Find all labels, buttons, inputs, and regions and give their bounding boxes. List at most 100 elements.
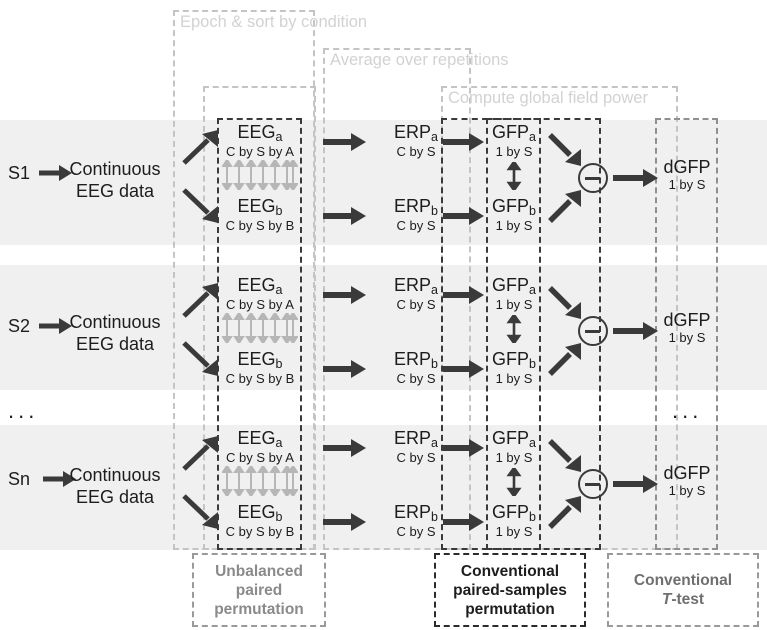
- arrow-sn-to-source: [43, 471, 76, 487]
- arrow-gfp-b-to-minus-s1: [548, 190, 581, 223]
- method-line-3: permutation: [465, 600, 555, 618]
- node-erp-b-s1: ERPb C by S: [371, 196, 461, 233]
- node-erp-a-s1: ERPa C by S: [371, 122, 461, 159]
- ttest-frame: [655, 118, 718, 550]
- subject-band-sn: [0, 425, 767, 550]
- node-dgfp-sn: dGFP 1 by S: [652, 463, 722, 498]
- node-gfp-b-dims: 1 by S: [495, 371, 533, 386]
- stage-caption-gfp: Compute global field power: [448, 89, 648, 107]
- node-erp-a-dims: C by S: [396, 450, 436, 465]
- source-line1: Continuous: [69, 312, 161, 332]
- node-eeg-b-s2: EEGb C by S by B: [215, 349, 305, 386]
- node-dgfp-name: dGFP: [663, 463, 711, 483]
- node-erp-b-dims: C by S: [396, 371, 436, 386]
- arrow-split-down-s1: [182, 188, 218, 223]
- arrow-erp-b-to-gfp-b-s1: [443, 207, 484, 225]
- node-gfp-a-dims: 1 by S: [495, 297, 533, 312]
- node-eeg-a-dims: C by S by A: [226, 297, 294, 312]
- node-erp-b-dims: C by S: [396, 524, 436, 539]
- stage-caption-average: Average over repetitions: [330, 51, 509, 69]
- t-italic: T: [661, 591, 672, 608]
- method-line-2: paired: [235, 581, 283, 599]
- source-line2: EEG data: [75, 487, 155, 507]
- node-erp-a-sn: ERPa C by S: [371, 428, 461, 465]
- node-dgfp-s2: dGFP 1 by S: [652, 310, 722, 345]
- arrow-minus-to-dgfp-s1: [613, 169, 658, 187]
- method-line-1: Unbalanced: [215, 562, 303, 580]
- arrow-eeg-a-to-erp-a-sn: [323, 439, 366, 457]
- exchange-arrow-gfp-s1: [506, 162, 522, 190]
- node-erp-a-dims: C by S: [396, 297, 436, 312]
- method-line-2: paired-samples: [453, 581, 567, 599]
- arrow-s1-to-source: [39, 165, 72, 181]
- node-eeg-b-sn: EEGb C by S by B: [215, 502, 305, 539]
- node-eeg-b-name: EEGb: [237, 196, 283, 218]
- minus-circle-icon-s2: [578, 316, 608, 346]
- node-gfp-b-name: GFPb: [492, 196, 536, 218]
- arrow-gfp-a-to-minus-s1: [548, 133, 581, 166]
- arrow-minus-to-dgfp-s2: [613, 322, 658, 340]
- subject-label-s1: S1: [8, 163, 31, 183]
- exchange-arrows-eeg-s1: [222, 160, 298, 190]
- node-eeg-a-sn: EEGa C by S by A: [215, 428, 305, 465]
- node-eeg-b-name: EEGb: [237, 502, 283, 524]
- arrow-s2-to-source: [39, 318, 72, 334]
- arrow-split-up-s2: [182, 283, 218, 318]
- arrow-erp-b-to-gfp-b-sn: [443, 513, 484, 531]
- arrow-erp-b-to-gfp-b-s2: [443, 360, 484, 378]
- node-gfp-b-name: GFPb: [492, 502, 536, 524]
- arrow-eeg-b-to-erp-b-s2: [323, 360, 366, 378]
- arrow-split-down-sn: [182, 494, 218, 529]
- method-line-3: permutation: [214, 600, 304, 618]
- arrow-eeg-a-to-erp-a-s1: [323, 133, 366, 151]
- node-erp-a-name: ERPa: [394, 428, 438, 450]
- exchange-arrows-eeg-sn: [222, 466, 298, 496]
- subject-label-sn: Sn: [8, 469, 31, 489]
- node-gfp-a-sn: GFPa 1 by S: [484, 428, 544, 465]
- node-gfp-a-s2: GFPa 1 by S: [484, 275, 544, 312]
- arrow-gfp-b-to-minus-s2: [548, 343, 581, 376]
- node-erp-b-name: ERPb: [394, 196, 438, 218]
- exchange-arrows-eeg-s2: [222, 313, 298, 343]
- minus-circle-icon-s1: [578, 163, 608, 193]
- stage-caption-epoch: Epoch & sort by condition: [180, 13, 368, 31]
- arrow-gfp-a-to-minus-s2: [548, 286, 581, 319]
- exchange-arrow-gfp-sn: [506, 468, 522, 496]
- node-gfp-b-name: GFPb: [492, 349, 536, 371]
- exchange-arrow-gfp-s2: [506, 315, 522, 343]
- eeg-pair-frame: [217, 118, 302, 550]
- source-line2: EEG data: [75, 334, 155, 354]
- node-erp-a-name: ERPa: [394, 275, 438, 297]
- node-eeg-b-dims: C by S by B: [225, 218, 295, 233]
- method-line-2: T-test: [661, 591, 705, 608]
- node-gfp-a-name: GFPa: [492, 275, 536, 297]
- node-dgfp-s1: dGFP 1 by S: [652, 157, 722, 192]
- node-eeg-a-s1: EEGa C by S by A: [215, 122, 305, 159]
- method-line-1: Conventional: [460, 562, 560, 580]
- node-gfp-a-dims: 1 by S: [495, 144, 533, 159]
- arrow-gfp-a-to-minus-sn: [548, 439, 581, 472]
- arrow-split-up-s1: [182, 130, 218, 165]
- arrow-eeg-a-to-erp-a-s2: [323, 286, 366, 304]
- source-line1: Continuous: [69, 159, 161, 179]
- node-erp-a-dims: C by S: [396, 144, 436, 159]
- node-gfp-b-dims: 1 by S: [495, 524, 533, 539]
- arrow-eeg-b-to-erp-b-sn: [323, 513, 366, 531]
- arrow-eeg-b-to-erp-b-s1: [323, 207, 366, 225]
- node-erp-b-dims: C by S: [396, 218, 436, 233]
- node-dgfp-dims: 1 by S: [668, 483, 706, 498]
- node-eeg-b-name: EEGb: [237, 349, 283, 371]
- source-node-sn: Continuous EEG data: [60, 464, 170, 508]
- node-eeg-b-dims: C by S by B: [225, 524, 295, 539]
- node-gfp-b-dims: 1 by S: [495, 218, 533, 233]
- node-eeg-a-name: EEGa: [237, 122, 283, 144]
- node-erp-a-name: ERPa: [394, 122, 438, 144]
- source-line1: Continuous: [69, 465, 161, 485]
- node-gfp-b-s2: GFPb 1 by S: [484, 349, 544, 386]
- node-gfp-b-sn: GFPb 1 by S: [484, 502, 544, 539]
- node-eeg-b-dims: C by S by B: [225, 371, 295, 386]
- method-label-conventional-t-test: Conventional T-test: [607, 553, 759, 627]
- row-ellipsis-left: ...: [8, 398, 39, 423]
- source-node-s2: Continuous EEG data: [60, 311, 170, 355]
